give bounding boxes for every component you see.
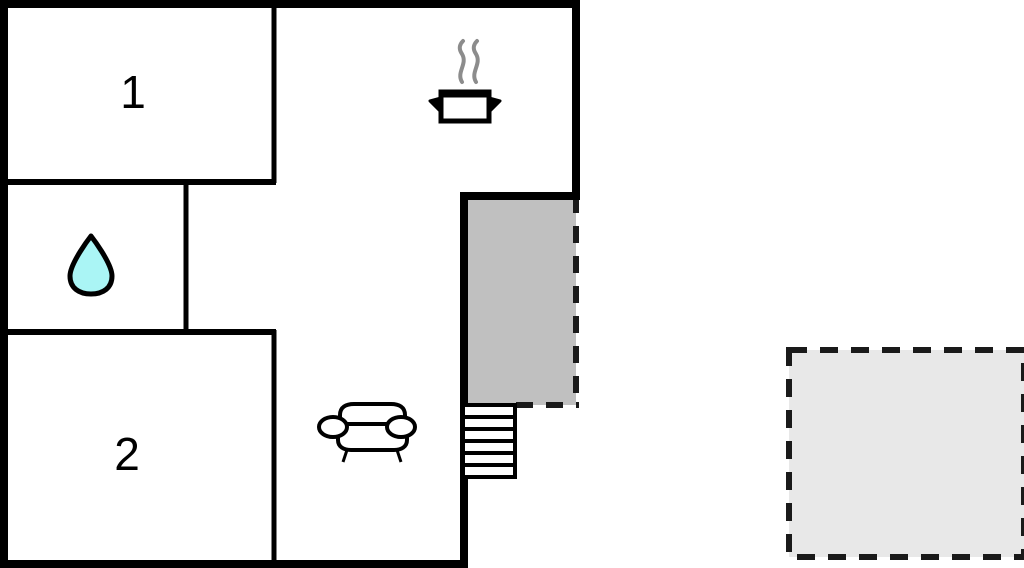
water-drop-icon xyxy=(67,233,115,297)
stairs-icon xyxy=(461,403,517,479)
outdoor-area-dashed-border xyxy=(786,347,1024,560)
cooking-pot-icon xyxy=(428,39,502,124)
interior-walls xyxy=(2,4,277,566)
balcony-area xyxy=(460,193,579,408)
outer-walls xyxy=(0,0,580,568)
steam-right xyxy=(471,39,480,84)
outdoor-area-fill xyxy=(789,350,1024,557)
outer-wall-path xyxy=(0,0,580,568)
outdoor-area xyxy=(786,347,1024,560)
sofa-icon xyxy=(317,402,417,463)
balcony-fill xyxy=(460,193,576,405)
lower-block-fill xyxy=(6,185,462,562)
sofa-leg-left xyxy=(341,449,349,463)
room-label-1: 1 xyxy=(120,66,146,118)
sofa-backrest xyxy=(338,402,407,424)
room-label-2: 2 xyxy=(114,428,140,480)
water-drop-shape xyxy=(67,233,115,297)
steam-left xyxy=(457,39,466,84)
sofa-arm-left xyxy=(317,415,349,439)
sofa-leg-right xyxy=(395,449,403,463)
sofa-arm-right xyxy=(385,415,417,439)
